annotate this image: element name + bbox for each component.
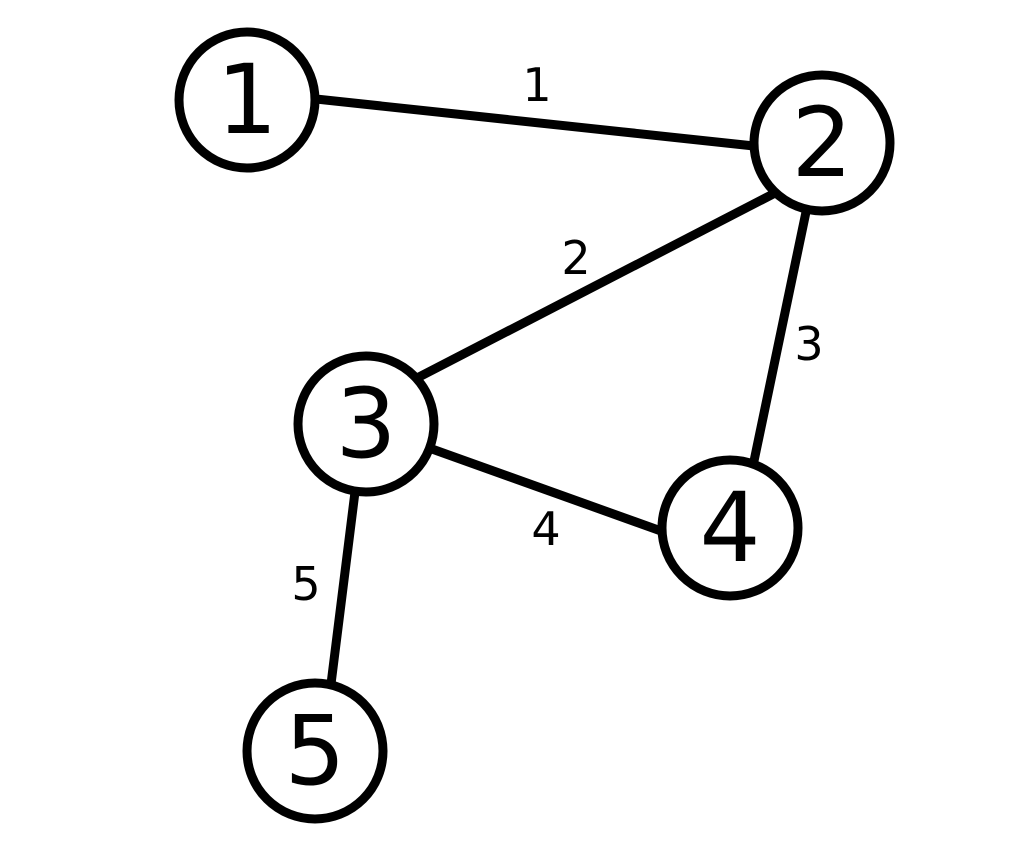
edge-label-3-5: 5 bbox=[291, 557, 320, 611]
edge-2-3 bbox=[416, 188, 780, 381]
edge-label-3-4: 4 bbox=[531, 502, 560, 556]
node-3: 3 bbox=[293, 351, 439, 497]
edge-2-4 bbox=[749, 211, 811, 462]
node-label-5: 5 bbox=[284, 695, 345, 807]
edge-1-2 bbox=[315, 94, 755, 151]
node-label-3: 3 bbox=[335, 368, 396, 480]
edge-label-2-4: 3 bbox=[794, 317, 823, 371]
edge-label-1-2: 1 bbox=[522, 58, 551, 112]
node-label-4: 4 bbox=[699, 472, 760, 584]
edge-label-2-3: 2 bbox=[561, 231, 590, 285]
node-label-1: 1 bbox=[216, 44, 277, 156]
edge-3-5 bbox=[326, 491, 360, 685]
node-label-2: 2 bbox=[791, 87, 852, 199]
node-4: 4 bbox=[657, 455, 803, 601]
edge-3-4 bbox=[430, 444, 663, 536]
node-2: 2 bbox=[749, 70, 895, 216]
node-1: 1 bbox=[174, 27, 320, 173]
node-5: 5 bbox=[242, 678, 388, 824]
